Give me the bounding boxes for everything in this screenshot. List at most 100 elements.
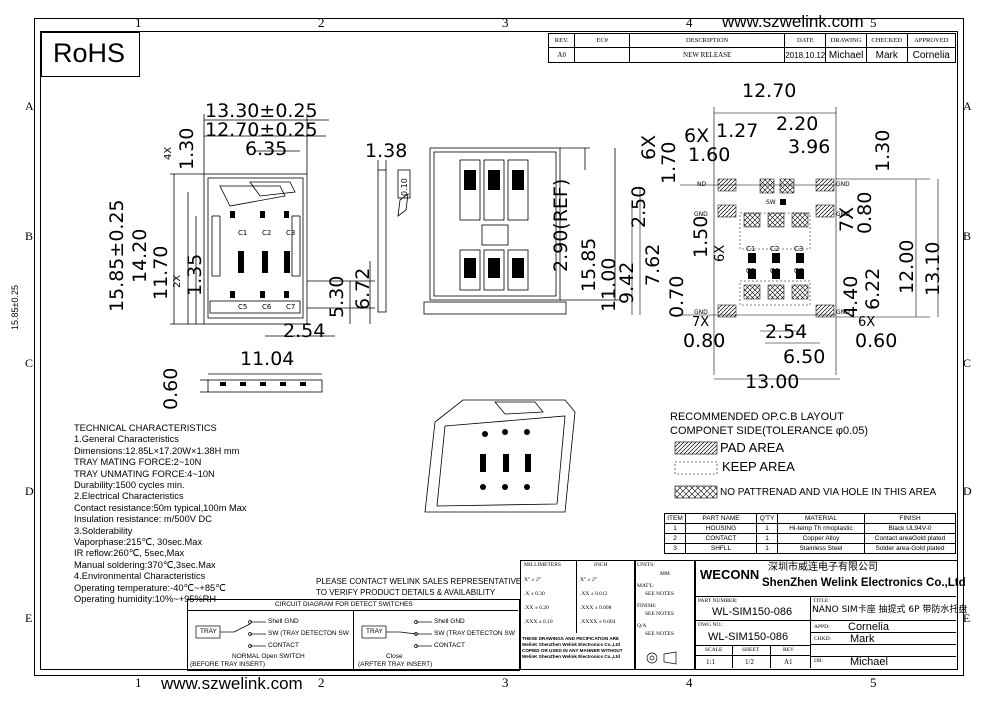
tech-line: Operating temperature:-40℃~+85℃ — [74, 582, 226, 593]
side-dim-label: 15.85±0.25 — [10, 285, 20, 330]
grid-row-a: A — [25, 99, 34, 113]
mat-label: MAT'L: — [637, 583, 655, 589]
back-view-drawing — [423, 147, 620, 315]
grid-col-3: 3 — [502, 15, 509, 30]
circuit-contact-1: CONTACT — [268, 642, 299, 649]
dim-bottom-w: 11.04 — [240, 348, 295, 370]
bom-cell: Stainless Steel — [777, 543, 865, 554]
tech-line: IR reflow:260℃, 5sec,Max — [74, 548, 185, 559]
circuit-tray-2: TRAY — [366, 628, 383, 635]
revision-table: REV. EC# DESCRIPTION DATE DRAWING CHECKE… — [547, 33, 957, 63]
pcb-v762: 7.62 — [642, 243, 664, 286]
front-view-drawing — [170, 114, 375, 337]
tb-rule-7 — [694, 655, 810, 656]
legend-swatches — [674, 441, 718, 499]
dim-back-v1: 2.90(REF) — [550, 178, 572, 272]
pcb-h080: 0.80 — [683, 330, 726, 352]
tech-line: Manual soldering:370℃,3sec.Max — [74, 559, 216, 570]
pcb-w5: 3.96 — [788, 136, 831, 158]
dim-front-w2: 12.70±0.25 — [205, 119, 318, 141]
rev-h-approved: APPROVED — [906, 33, 957, 48]
units-label: UNITS: — [637, 562, 655, 568]
pcb-h1300: 13.00 — [745, 371, 800, 393]
dr-value: Michael — [850, 656, 888, 668]
part-number: WL-SIM150-086 — [712, 606, 793, 618]
circuit-contact-2: CONTACT — [434, 642, 465, 649]
tol-r2-in: .XXX ± 0.008 — [580, 605, 612, 611]
tol-r1-mm: .X ± 0.30 — [524, 591, 545, 597]
grid-col-5b: 5 — [870, 675, 877, 690]
bom-cell: 2 — [664, 533, 686, 544]
grid-row-c: C — [25, 356, 34, 370]
pcb-gnd4: GND — [694, 309, 708, 316]
rev-h-desc: DESCRIPTION — [629, 33, 786, 48]
front-c7: C7 — [286, 303, 296, 311]
circuit-sw-2: SW (TRAY DETECTON SW — [434, 630, 515, 637]
tb-rule-4 — [810, 644, 956, 645]
bom-cell: SHFLL — [685, 543, 757, 554]
bom-h-part: PART NAME — [685, 513, 757, 524]
tech-line: TRAY MATING FORCE:2~10N — [74, 457, 202, 468]
grid-col-2b: 2 — [318, 675, 325, 690]
projection-symbol-icon — [646, 651, 677, 665]
units-box — [634, 560, 696, 670]
dim-front-v2: 14.20 — [129, 228, 151, 283]
bom-table: ITEM PART NAME Q'TY MATERIAL FINISH 1 HO… — [664, 513, 956, 554]
rev-h-drawing: DRAWING — [825, 33, 867, 48]
website-top[interactable]: www.szwelink.com — [722, 12, 864, 31]
tech-line: Operating humidity:10%~+95%RH — [74, 594, 217, 605]
finish-label: FINISH: — [637, 603, 657, 609]
tech-line: Vaporphase:215℃, 30sec.Max — [74, 537, 203, 548]
front-c1: C1 — [238, 229, 248, 237]
tb-vrule-4 — [770, 645, 771, 668]
pcb-v942: 9.42 — [616, 261, 638, 304]
pcb-h650: 6.50 — [783, 346, 826, 368]
appd-value: Cornelia — [848, 621, 889, 633]
tolerance-box — [520, 560, 636, 670]
front-c5: C5 — [238, 303, 248, 311]
pcb-c5: C5 — [746, 267, 756, 275]
table-row: 3 SHFLL 1 Stainless Steel Solder area-Go… — [664, 543, 956, 554]
tb-rule-3 — [810, 632, 956, 633]
appd-label: APPD: — [814, 624, 830, 630]
chkd-label: CHKD: — [814, 636, 832, 642]
tb-vrule-3 — [732, 645, 733, 668]
tech-line: TRAY UNMATING FORCE:4~10N — [74, 468, 215, 479]
technical-characteristics: TECHNICAL CHARACTERISTICS 1.General Char… — [74, 423, 247, 606]
rohs-label: RoHS — [53, 38, 126, 68]
bom-cell: 1 — [664, 523, 686, 534]
pcb-x6c: 6X — [713, 244, 728, 262]
rev-label: REV — [783, 647, 794, 653]
tol-r1-in: .XX ± 0.012 — [580, 591, 608, 597]
circuit-title-rule — [187, 610, 518, 611]
pcb-layout-drawing — [631, 107, 939, 380]
tb-rule-5 — [810, 656, 956, 657]
pcb-x6b: 6X — [638, 134, 660, 160]
tb-rule-2 — [694, 620, 956, 621]
bom-h-material: MATERIAL — [777, 513, 865, 524]
rohs-box — [41, 32, 140, 77]
mat-value: SEE NOTES — [645, 591, 674, 597]
tech-line: Contact resistance:50m typical,100m Max — [74, 502, 247, 513]
grid-col-3b: 3 — [502, 675, 509, 690]
rev-value: A1 — [784, 658, 793, 666]
dim-front-top1x: 4X — [163, 146, 174, 160]
rev-v-date: 2018.10.12 — [784, 47, 827, 63]
tol-r0-in: X° ± 2° — [580, 577, 597, 583]
outer-border — [34, 18, 964, 676]
pcb-v622: 6.22 — [862, 267, 884, 310]
dwg-number: WL-SIM150-086 — [708, 631, 789, 643]
grid-row-e-r: E — [963, 611, 971, 625]
website-bottom[interactable]: www.szwelink.com — [161, 674, 303, 693]
rev-v-checked: Mark — [865, 47, 908, 63]
pcb-sw: SW — [766, 199, 776, 206]
contact-note-2: TO VERIFY PRODUCT DETAILS & AVAILABILITY — [316, 588, 496, 597]
bom-h-item: ITEM — [664, 513, 686, 524]
pcb-v1200: 12.00 — [896, 239, 918, 294]
tol-h-mm: MILLIMETERS — [524, 562, 561, 568]
tech-line: Durability:1500 cycles min. — [74, 480, 185, 491]
pcb-v080a: 0.80 — [854, 191, 876, 234]
pcb-c6: C6 — [770, 267, 780, 275]
pcb-v1310: 13.10 — [922, 241, 944, 296]
rev-v-drawing: Michael — [825, 47, 867, 63]
